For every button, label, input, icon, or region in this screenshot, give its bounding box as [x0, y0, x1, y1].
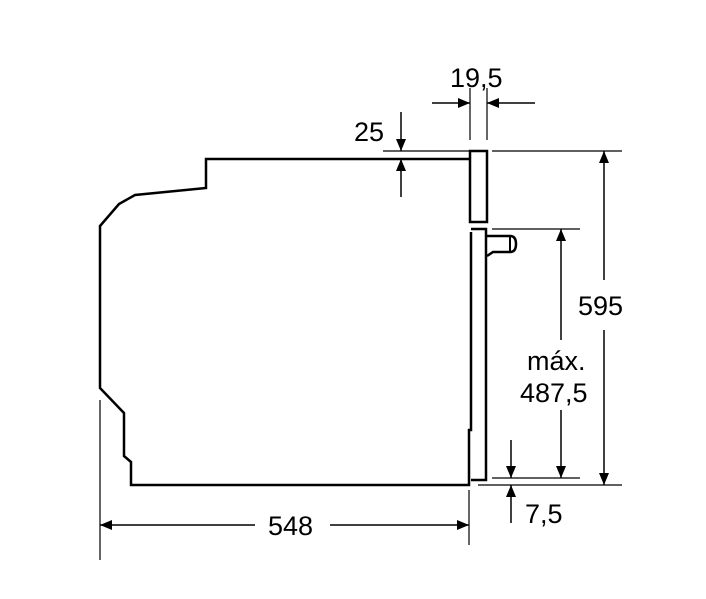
- dim-label-height: 595: [578, 291, 623, 321]
- dim-label-handle-value: 487,5: [520, 378, 588, 408]
- oven-handle: [486, 234, 518, 258]
- oven-door-lower: [471, 227, 488, 482]
- dim-label-depth: 548: [268, 511, 313, 541]
- dim-label-handle-prefix: máx.: [527, 346, 586, 376]
- oven-body-outline: [98, 157, 473, 487]
- dim-label-bottom-offset: 7,5: [525, 499, 563, 529]
- oven-door-panel: [468, 149, 489, 224]
- dim-label-door-thickness: 19,5: [450, 63, 503, 93]
- dim-label-top-offset: 25: [354, 117, 384, 147]
